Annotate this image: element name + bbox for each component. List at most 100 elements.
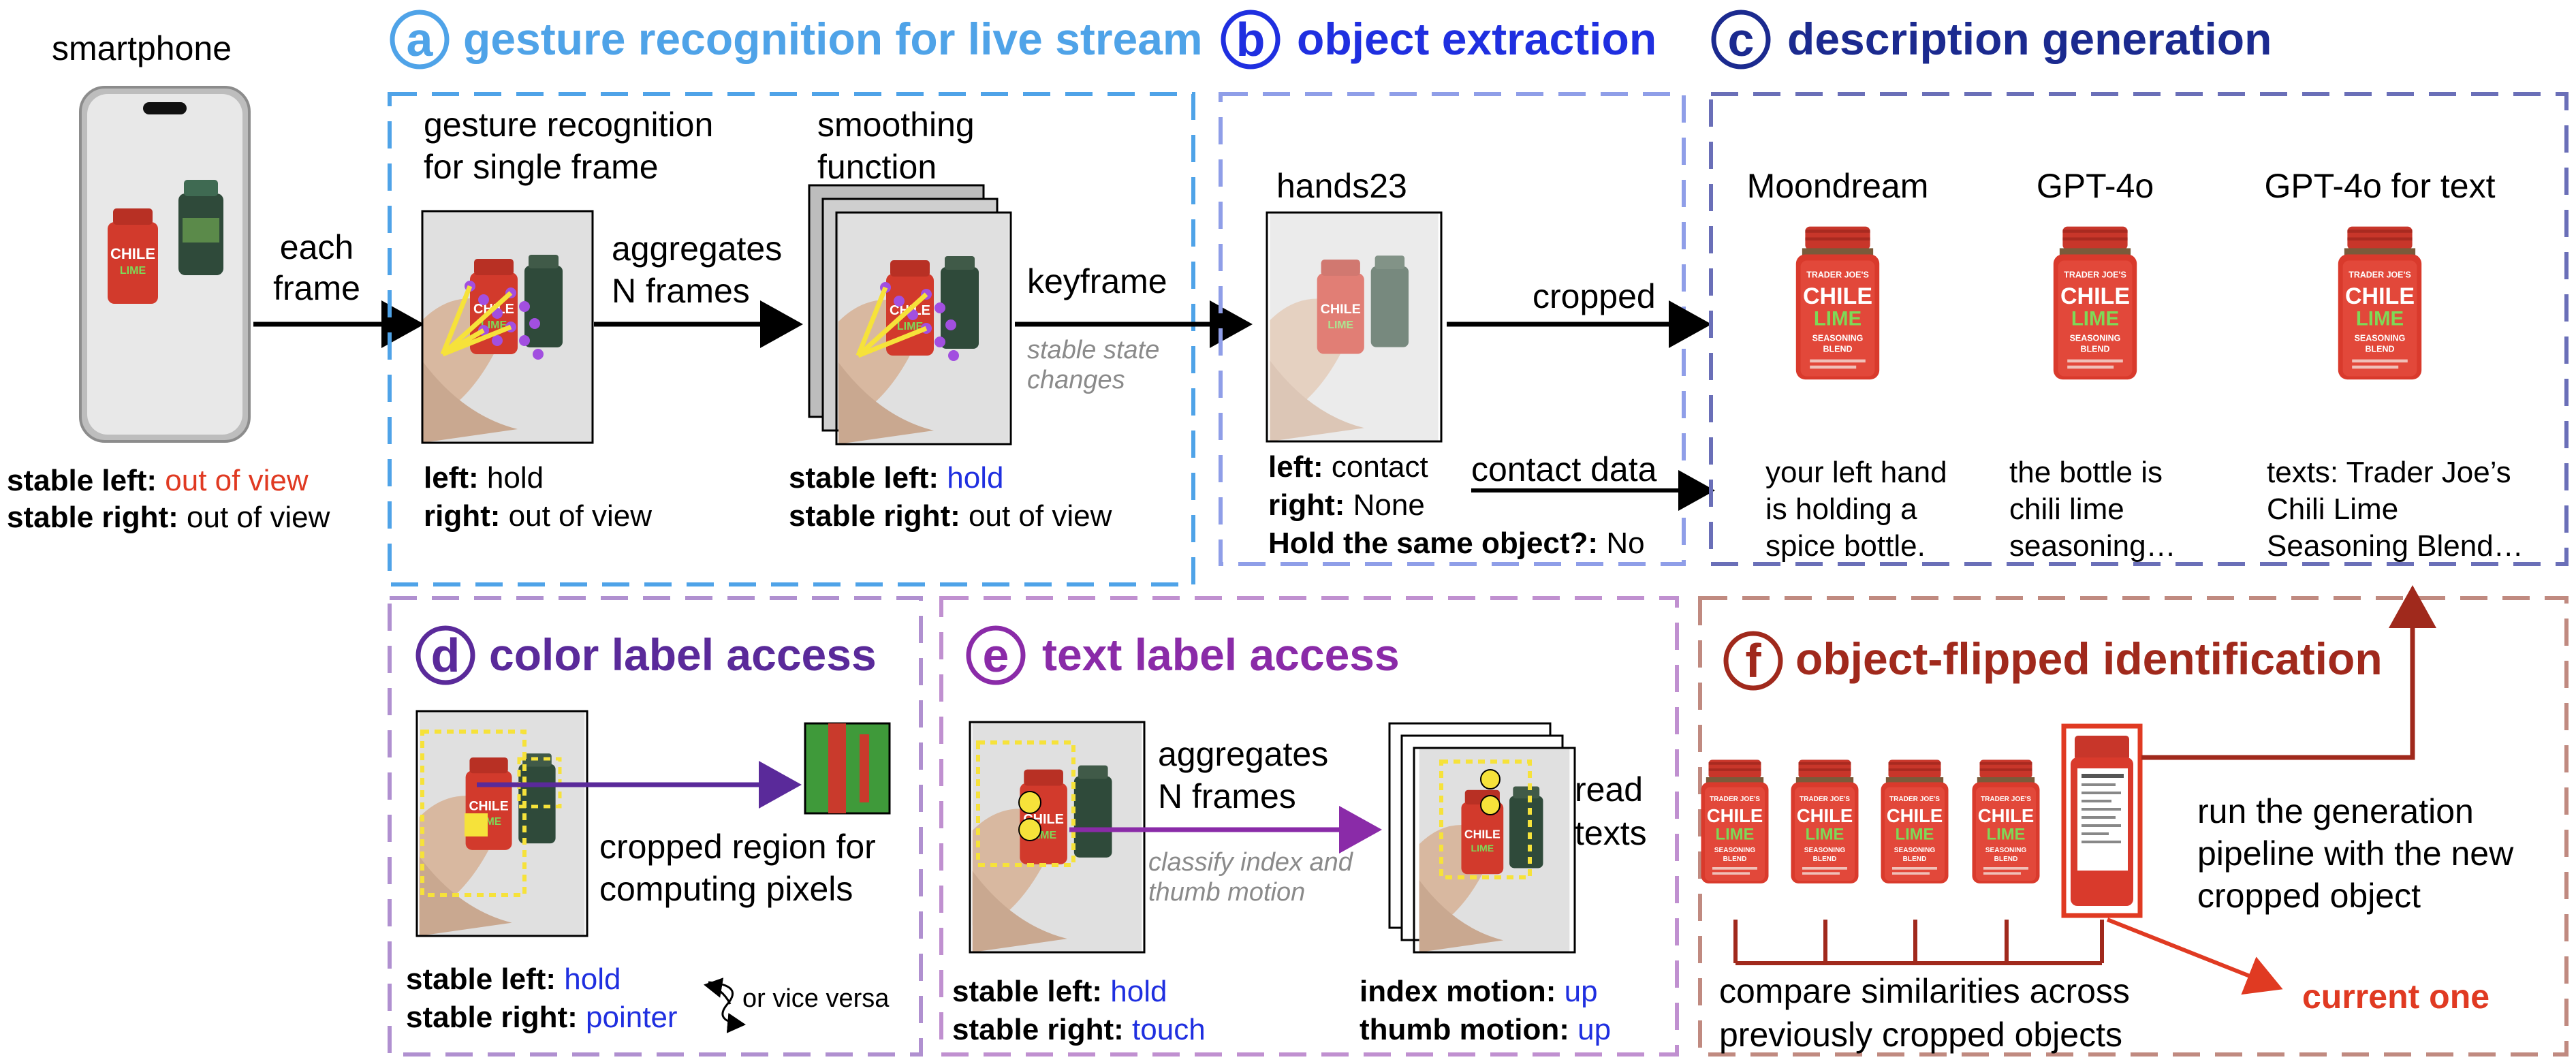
- description-line: the bottle is: [2009, 456, 2163, 489]
- description-line: is holding a: [1765, 492, 1917, 526]
- run-text-1: run the generation: [2197, 792, 2474, 830]
- e-index-motion: index motion: up: [1360, 975, 1598, 1008]
- b-left: left: contact: [1268, 450, 1428, 484]
- c-column-gpt4o: GPT-4o the bottle is chili lime seasonin…: [2009, 167, 2176, 563]
- contact-data-label: contact data: [1471, 450, 1657, 488]
- section-e-badge: [966, 625, 1026, 685]
- jar-image: [2338, 226, 2422, 380]
- run-text-2: pipeline with the new: [2197, 834, 2514, 873]
- section-d-badge: [415, 625, 475, 685]
- stable-note-1: stable state: [1027, 336, 1159, 364]
- section-e-letter: e: [983, 629, 1009, 682]
- a-stable-right: stable right: out of view: [789, 499, 1112, 533]
- compare-text-1: compare similarities across: [1719, 972, 2130, 1010]
- cropped-color-region: [804, 722, 891, 815]
- section-b-badge: [1221, 10, 1281, 69]
- d-stable-left: stable left: hold: [406, 963, 621, 996]
- smoothing-label-1: smoothing: [817, 106, 975, 144]
- b-same-object: Hold the same object?: No: [1268, 527, 1645, 560]
- a-stable-left: stable left: hold: [789, 461, 1003, 495]
- section-c-badge: [1711, 10, 1771, 69]
- prev-jar-1: [1701, 760, 1769, 883]
- description-line: Seasoning Blend…: [2267, 529, 2524, 563]
- description-line: Chili Lime: [2267, 492, 2398, 526]
- smoothing-label-2: function: [817, 148, 937, 186]
- section-f-title: object-flipped identification: [1795, 633, 2383, 684]
- arrow-f-to-c: [2141, 585, 2436, 760]
- single-frame-label-1: gesture recognition: [424, 106, 713, 144]
- current-one-label: current one: [2302, 977, 2489, 1016]
- section-d-title: color label access: [489, 629, 877, 680]
- cropped-label: cropped: [1533, 277, 1656, 315]
- hands23-label: hands23: [1276, 167, 1407, 205]
- phone-jar-green: [178, 180, 223, 275]
- e-stable-left: stable left: hold: [952, 975, 1167, 1008]
- description-line: seasoning…: [2009, 529, 2176, 563]
- read-texts-label-2: texts: [1575, 814, 1647, 852]
- description-line: chili lime: [2009, 492, 2124, 526]
- section-f-badge: [1723, 631, 1783, 691]
- vice-versa-arrow-back: [704, 977, 732, 1005]
- phone-stable-right: stable right: out of view: [7, 501, 330, 534]
- text-frame-photo: [969, 721, 1146, 954]
- d-stable-right: stable right: pointer: [406, 1001, 678, 1034]
- vice-versa-label: or vice versa: [742, 984, 890, 1013]
- aggregates-label-2: N frames: [612, 272, 750, 310]
- vice-versa-arrow: [708, 981, 746, 1033]
- single-frame-photo: [421, 210, 594, 444]
- cropped-region-label-1: cropped region for: [599, 828, 876, 866]
- description-line: spice bottle.: [1765, 529, 1926, 563]
- prev-jar-3: [1881, 760, 1949, 883]
- section-e-frame: [939, 596, 1679, 1057]
- section-d-frame: [388, 596, 923, 1057]
- section-c-frame: [1709, 92, 2569, 566]
- section-e-title: text label access: [1042, 629, 1400, 680]
- e-aggregates-label-2: N frames: [1158, 777, 1296, 815]
- section-b-title: object extraction: [1297, 14, 1656, 64]
- e-stable-right: stable right: touch: [952, 1013, 1206, 1046]
- jar-image: [2053, 226, 2137, 380]
- hands23-photo: [1266, 211, 1443, 443]
- single-frame-label-2: for single frame: [424, 148, 659, 186]
- phone-jar-red: CHILE LIME: [108, 208, 158, 304]
- section-a-badge: [390, 10, 450, 69]
- smartphone-device: CHILE LIME: [79, 86, 251, 443]
- run-text-3: cropped object: [2197, 877, 2421, 915]
- section-a-title: gesture recognition for live stream: [463, 14, 1203, 64]
- description-line: your left hand: [1765, 456, 1947, 489]
- prev-jar-4: [1972, 760, 2040, 883]
- e-aggregates-label-1: aggregates: [1158, 735, 1328, 773]
- section-f-letter: f: [1745, 634, 1761, 687]
- keyframe-label: keyframe: [1027, 262, 1167, 300]
- svg-text:LIME: LIME: [120, 265, 146, 277]
- c-column-moondream: Moondream your left hand is holding a sp…: [1747, 167, 1947, 563]
- current-jar-flipped: [2061, 723, 2143, 918]
- e-thumb-motion: thumb motion: up: [1360, 1013, 1611, 1046]
- section-a-letter: a: [407, 13, 434, 66]
- compare-bracket: [1733, 920, 2104, 965]
- description-line: texts: Trader Joe’s: [2267, 456, 2511, 489]
- model-label: Moondream: [1747, 167, 1929, 205]
- prev-jar-2: [1791, 760, 1859, 883]
- classify-note-1: classify index and: [1148, 848, 1354, 877]
- jar-image: [1795, 226, 1880, 380]
- text-frame-stack: [1388, 722, 1576, 954]
- model-label: GPT-4o for text: [2264, 167, 2495, 205]
- cropped-region-label-2: computing pixels: [599, 870, 853, 908]
- a-right: right: out of view: [424, 499, 652, 533]
- c-column-gpt4o-text: GPT-4o for text texts: Trader Joe’s Chil…: [2264, 167, 2523, 563]
- read-texts-label-1: read: [1575, 770, 1643, 809]
- section-d-letter: d: [431, 629, 460, 682]
- each-frame-label-1: each: [280, 228, 354, 266]
- arrow-current-one: [2106, 918, 2283, 995]
- model-label: GPT-4o: [2037, 167, 2154, 205]
- a-left: left: hold: [424, 461, 544, 495]
- stable-note-2: changes: [1027, 366, 1125, 394]
- section-b-letter: b: [1236, 13, 1266, 66]
- smoothing-frame-stack: [808, 184, 1012, 445]
- color-frame-photo: [415, 710, 588, 937]
- svg-text:CHILE: CHILE: [110, 245, 155, 262]
- aggregates-label-1: aggregates: [612, 230, 782, 268]
- smartphone-title: smartphone: [52, 29, 232, 67]
